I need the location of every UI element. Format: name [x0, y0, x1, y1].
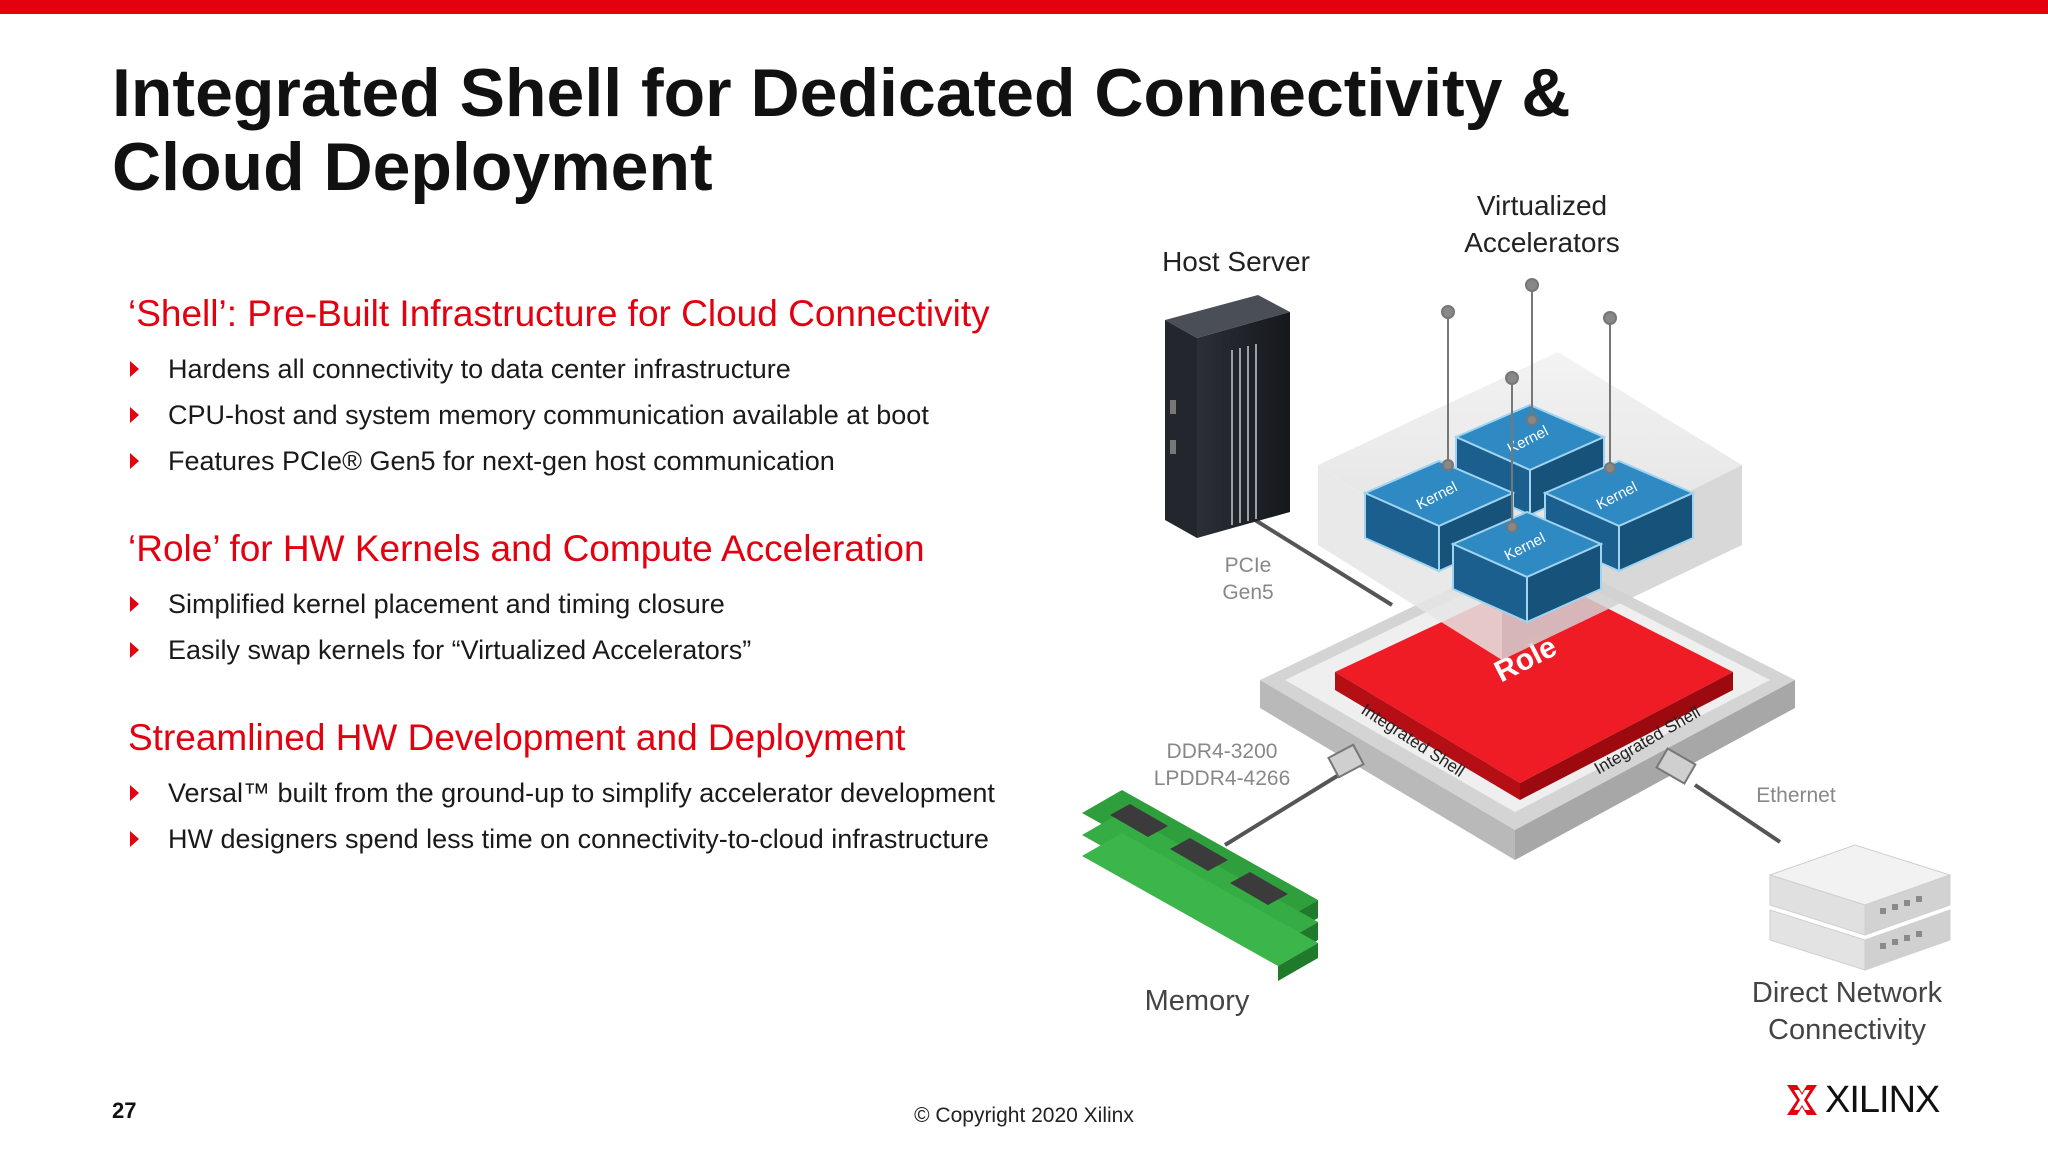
bullet-text: Simplified kernel placement and timing c… [168, 589, 725, 619]
bullet-arrow-icon [130, 642, 139, 658]
kernel-block: Kernel [1542, 459, 1696, 573]
host-server-label: Host Server [1162, 246, 1310, 277]
section-streamlined: Streamlined HW Development and Deploymen… [128, 714, 1088, 862]
memory-cable [1223, 763, 1357, 847]
pcie-label-1: PCIe [1225, 554, 1272, 577]
bullet-item: HW designers spend less time on connecti… [128, 816, 1088, 862]
cables [1223, 518, 1782, 847]
bullet-item: Versal™ built from the ground-up to simp… [128, 770, 1088, 816]
network-switch-icon [1768, 844, 1952, 971]
virtualized-accelerators-label-2: Accelerators [1464, 227, 1620, 258]
host-server-icon [1165, 295, 1290, 538]
kernel-block: Kernel [1450, 510, 1604, 624]
network-label-2: Connectivity [1768, 1014, 1926, 1046]
accelerator-pins [1441, 278, 1617, 533]
bullet-item: CPU-host and system memory communication… [128, 392, 1088, 438]
page-number: 27 [112, 1098, 137, 1123]
memory-connector [1327, 743, 1365, 779]
bullet-text: HW designers spend less time on connecti… [168, 824, 989, 854]
bullet-text: Versal™ built from the ground-up to simp… [168, 778, 995, 808]
bullet-list: Versal™ built from the ground-up to simp… [128, 770, 1088, 862]
ethernet-label: Ethernet [1756, 784, 1836, 807]
bullet-arrow-icon [130, 361, 139, 377]
bullet-arrow-icon [130, 785, 139, 801]
xilinx-logo: XILINX [1785, 1078, 1940, 1122]
bullet-text: Easily swap kernels for “Virtualized Acc… [168, 635, 752, 665]
ddr-label-2: LPDDR4-4266 [1154, 767, 1291, 790]
ddr-label-1: DDR4-3200 [1167, 740, 1278, 763]
logo-wordmark: XILINX [1825, 1078, 1940, 1121]
bullet-item: Easily swap kernels for “Virtualized Acc… [128, 627, 1088, 673]
bullet-item: Hardens all connectivity to data center … [128, 346, 1088, 392]
pcie-label-2: Gen5 [1222, 581, 1273, 604]
copyright-text: © Copyright 2020 Xilinx [914, 1104, 1134, 1127]
section-heading: Streamlined HW Development and Deploymen… [128, 717, 906, 758]
bullet-arrow-icon [130, 407, 139, 423]
title-line-1: Integrated Shell for Dedicated Connectiv… [112, 55, 1571, 131]
pcie-cable [1253, 518, 1394, 607]
bullet-text: Features PCIe® Gen5 for next-gen host co… [168, 446, 835, 476]
section-heading: ‘Shell’: Pre-Built Infrastructure for Cl… [128, 293, 990, 334]
network-label-1: Direct Network [1752, 977, 1943, 1009]
bullet-item: Features PCIe® Gen5 for next-gen host co… [128, 438, 1088, 484]
slide-title: Integrated Shell for Dedicated Connectiv… [112, 56, 1712, 204]
virtualized-accelerators-label-1: Virtualized [1477, 190, 1607, 221]
role-block: Role [1335, 575, 1733, 800]
bullet-arrow-icon [130, 596, 139, 612]
ethernet-connector [1655, 747, 1697, 785]
xilinx-mark-icon [1787, 1085, 1817, 1115]
memory-label: Memory [1145, 985, 1250, 1017]
section-role: ‘Role’ for HW Kernels and Compute Accele… [128, 525, 1088, 673]
bullet-arrow-icon [130, 453, 139, 469]
ethernet-cable [1693, 783, 1782, 844]
bullet-list: Hardens all connectivity to data center … [128, 346, 1088, 484]
section-heading: ‘Role’ for HW Kernels and Compute Accele… [128, 528, 925, 569]
top-accent-bar [0, 0, 2048, 14]
bullet-text: Hardens all connectivity to data center … [168, 354, 791, 384]
section-shell: ‘Shell’: Pre-Built Infrastructure for Cl… [128, 290, 1088, 484]
bullet-list: Simplified kernel placement and timing c… [128, 581, 1088, 673]
bullet-text: CPU-host and system memory communication… [168, 400, 929, 430]
title-line-2: Cloud Deployment [112, 129, 713, 205]
memory-module-icon [1082, 790, 1318, 981]
bullet-item: Simplified kernel placement and timing c… [128, 581, 1088, 627]
bullet-arrow-icon [130, 831, 139, 847]
